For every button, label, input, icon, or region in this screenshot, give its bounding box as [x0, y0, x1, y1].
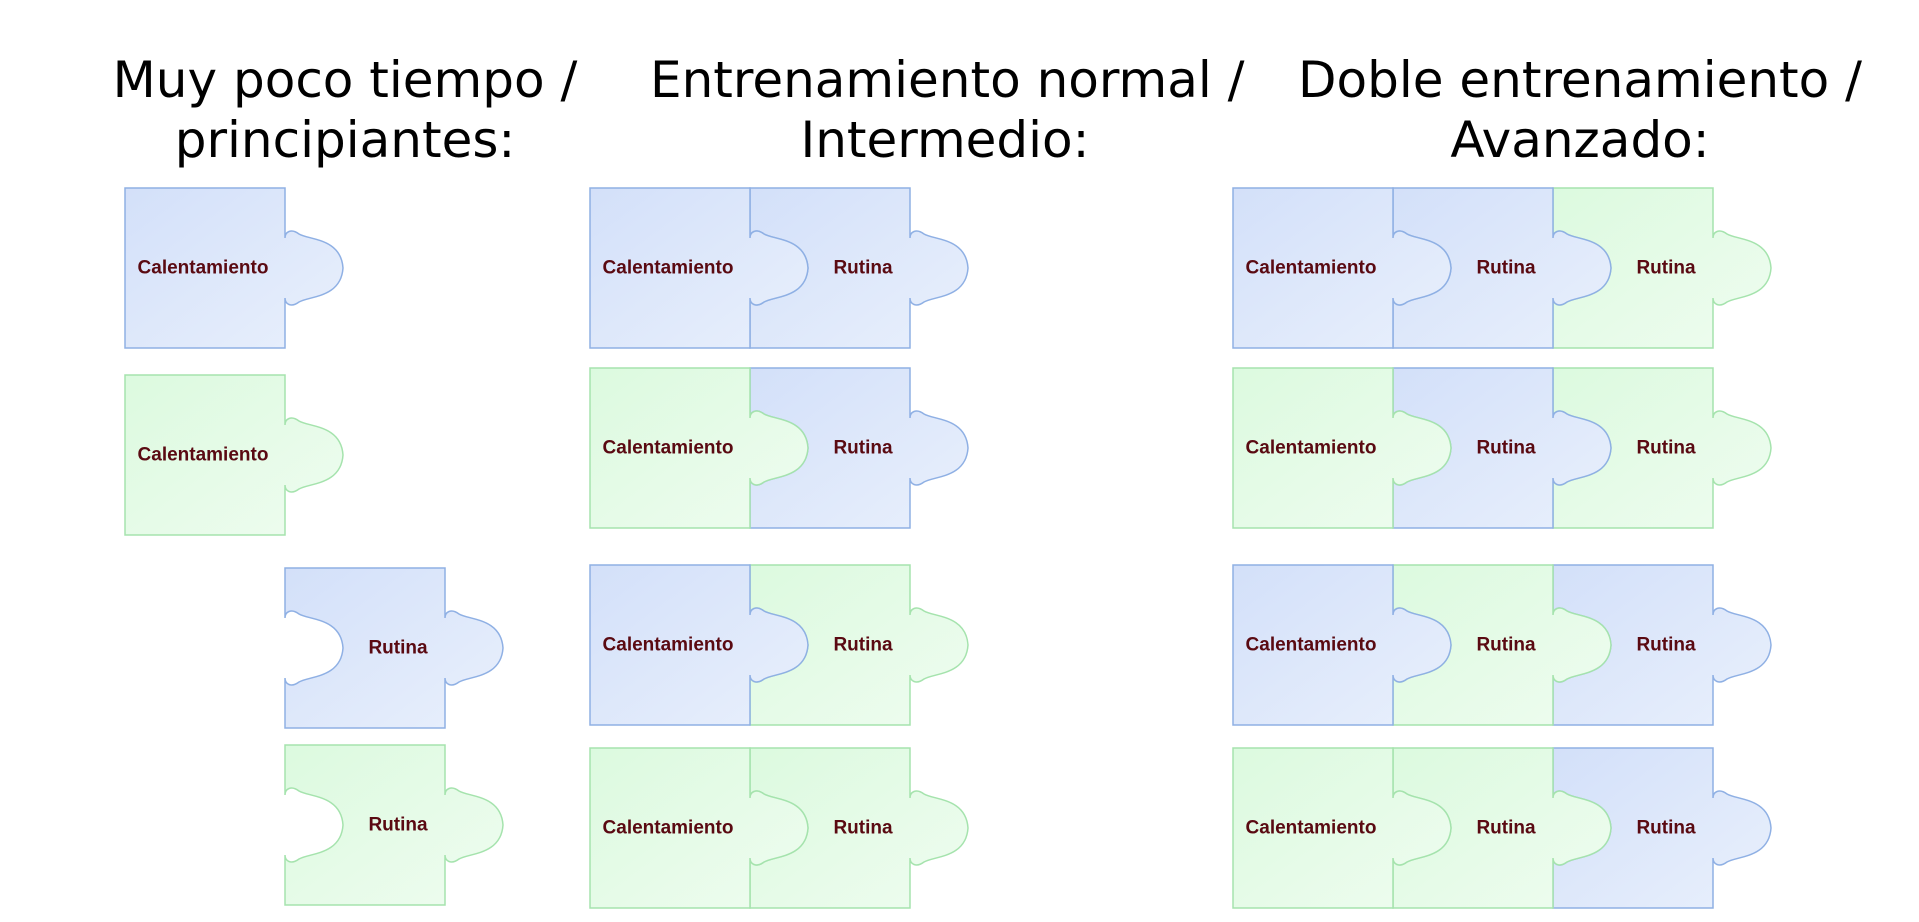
puzzle-row: Calentamiento Rutina Rutina	[1232, 187, 1772, 349]
label-rutina: Rutina	[833, 258, 893, 279]
column-title-intermediate: Entrenamiento normal / Intermedio:	[650, 50, 1245, 170]
puzzle-row: Calentamiento Rutina	[589, 187, 969, 349]
puzzle-row: Rutina	[284, 744, 504, 906]
column-title-beginner: Muy poco tiempo / principiantes:	[95, 50, 595, 170]
label-rutina: Rutina	[1636, 438, 1696, 459]
label-calentamiento: Calentamiento	[603, 438, 734, 459]
label-calentamiento: Calentamiento	[1246, 438, 1377, 459]
label-rutina: Rutina	[1476, 258, 1536, 279]
label-calentamiento: Calentamiento	[1246, 635, 1377, 656]
label-rutina: Rutina	[833, 438, 893, 459]
label-calentamiento: Calentamiento	[1246, 258, 1377, 279]
column-title-line: Entrenamiento normal /	[650, 51, 1245, 109]
puzzle-piece-calentamiento	[589, 564, 809, 726]
puzzle-row: Calentamiento Rutina Rutina	[1232, 564, 1772, 726]
puzzle-row: Calentamiento Rutina	[589, 367, 969, 529]
column-title-line: Intermedio:	[800, 111, 1090, 169]
puzzle-pieces: CalentamientoCalentamientoRutinaRutinaCa…	[124, 187, 1772, 909]
column-title-line: Avanzado:	[1450, 111, 1710, 169]
column-title-line: principiantes:	[174, 111, 516, 169]
puzzle-piece-calentamiento	[589, 747, 809, 909]
label-calentamiento: Calentamiento	[603, 818, 734, 839]
label-calentamiento: Calentamiento	[1246, 818, 1377, 839]
puzzle-piece-calentamiento	[589, 367, 809, 529]
label-rutina: Rutina	[368, 638, 428, 659]
label-rutina: Rutina	[833, 818, 893, 839]
label-rutina: Rutina	[833, 635, 893, 656]
puzzle-piece-calentamiento	[1232, 564, 1452, 726]
puzzle-row: Calentamiento Rutina	[589, 564, 969, 726]
label-rutina: Rutina	[1636, 635, 1696, 656]
label-calentamiento: Calentamiento	[603, 258, 734, 279]
label-rutina: Rutina	[1636, 818, 1696, 839]
label-calentamiento: Calentamiento	[603, 635, 734, 656]
label-rutina: Rutina	[368, 815, 428, 836]
label-calentamiento: Calentamiento	[138, 445, 269, 466]
puzzle-piece-calentamiento	[124, 374, 344, 536]
puzzle-piece-calentamiento	[124, 187, 344, 349]
column-title-line: Doble entrenamiento /	[1298, 51, 1862, 109]
puzzle-piece-rutina	[284, 744, 504, 906]
label-rutina: Rutina	[1476, 818, 1536, 839]
puzzle-row: Calentamiento Rutina	[589, 747, 969, 909]
puzzle-piece-calentamiento	[1232, 187, 1452, 349]
puzzle-piece-calentamiento	[1232, 367, 1452, 529]
puzzle-row: Rutina	[284, 567, 504, 729]
column-title-line: Muy poco tiempo /	[112, 51, 578, 109]
puzzle-row: Calentamiento Rutina Rutina	[1232, 367, 1772, 529]
label-rutina: Rutina	[1636, 258, 1696, 279]
puzzle-piece-calentamiento	[1232, 747, 1452, 909]
puzzle-row: Calentamiento	[124, 374, 344, 536]
puzzle-row: Calentamiento Rutina Rutina	[1232, 747, 1772, 909]
puzzle-piece-rutina	[284, 567, 504, 729]
column-title-advanced: Doble entrenamiento / Avanzado:	[1290, 50, 1870, 170]
label-rutina: Rutina	[1476, 438, 1536, 459]
label-calentamiento: Calentamiento	[138, 258, 269, 279]
puzzle-row: Calentamiento	[124, 187, 344, 349]
label-rutina: Rutina	[1476, 635, 1536, 656]
puzzle-piece-calentamiento	[589, 187, 809, 349]
